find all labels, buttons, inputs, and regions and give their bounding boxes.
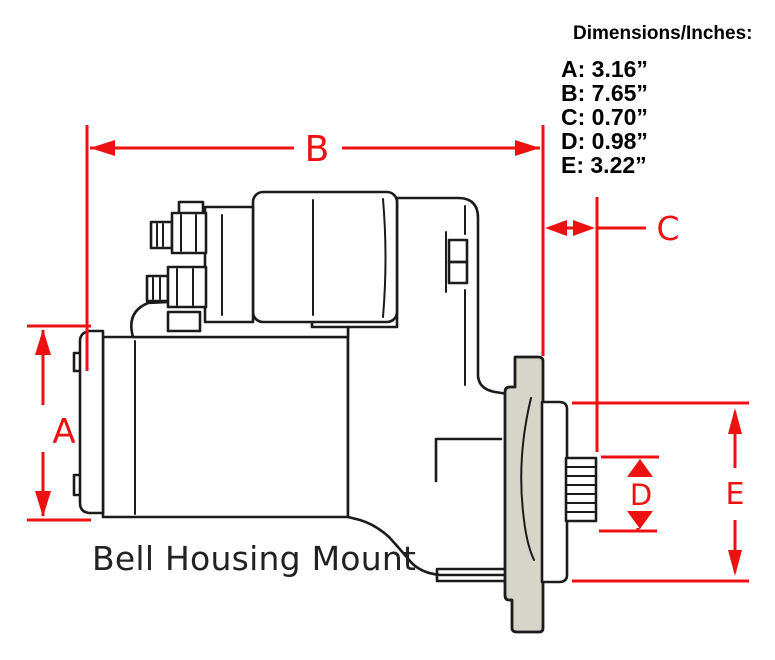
pinion-gear	[564, 456, 598, 523]
dimension-arrow-b: B	[85, 125, 545, 371]
starter-motor-drawing: Bell Housing Mount	[72, 190, 598, 634]
dimension-arrow-c: C	[545, 197, 680, 452]
solenoid-front-plate	[203, 205, 255, 324]
legend-title: Dimensions/Inches:	[573, 23, 753, 44]
mounting-flange	[503, 355, 545, 634]
dimensions-legend: Dimensions/Inches: A: 3.16” B: 7.65” C: …	[561, 23, 753, 178]
bottom-mount-tab	[435, 567, 510, 583]
dimension-arrow-a: A	[27, 324, 91, 522]
dim-label-e: E	[726, 477, 745, 512]
legend-item-b: B: 7.65”	[561, 80, 648, 106]
legend-item-e: E: 3.22”	[561, 152, 647, 178]
brush-clip-detail	[445, 231, 469, 293]
terminal-stud-lower	[145, 265, 208, 309]
legend-item-d: D: 0.98”	[561, 128, 648, 154]
dim-label-c: C	[656, 209, 679, 248]
bracket-block-detail	[166, 310, 202, 333]
motor-body-lower	[101, 335, 350, 519]
dimension-annotations: B A C E	[27, 125, 749, 583]
pinion-cavity-detail	[434, 437, 503, 483]
dimension-arrow-e: E	[572, 401, 749, 583]
nose-housing	[540, 400, 569, 584]
flange-plate	[503, 355, 545, 634]
legend-item-a: A: 3.16”	[561, 56, 648, 82]
dim-label-d: D	[630, 478, 652, 512]
caption-bell-housing-mount: Bell Housing Mount	[92, 539, 417, 578]
flange-inner-curve	[520, 397, 535, 561]
dim-label-b: B	[305, 129, 330, 170]
solenoid-body	[251, 190, 399, 324]
legend-item-c: C: 0.70”	[561, 104, 648, 130]
motor-housing-upper	[346, 196, 510, 577]
solenoid-end-curve	[382, 198, 387, 318]
terminal-stud-upper	[149, 200, 208, 255]
dim-label-a: A	[52, 412, 75, 452]
dimension-arrow-d: D	[599, 455, 659, 533]
